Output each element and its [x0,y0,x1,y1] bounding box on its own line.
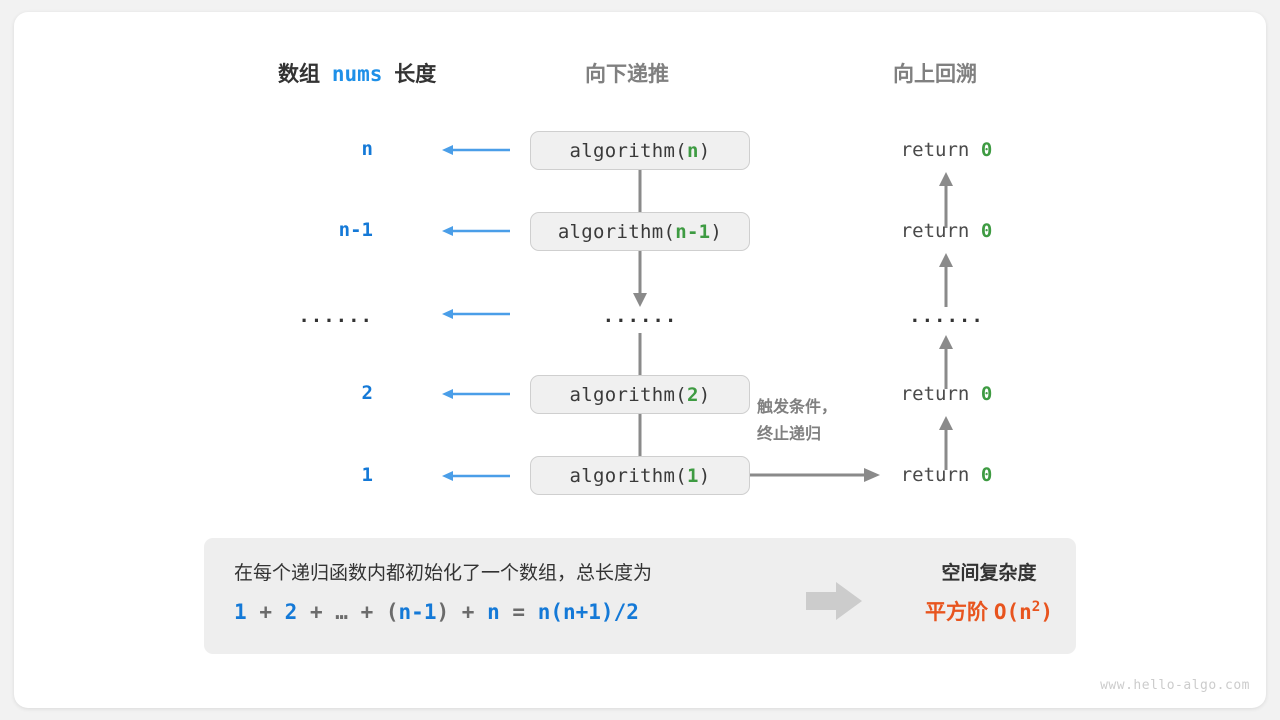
formula-term-2: 2 [284,600,298,624]
call-ellipsis-row-3: ······ [602,310,678,332]
note-line-1: 触发条件， [757,399,838,416]
summary-result-value: 平方阶 O(n2) [894,596,1084,626]
up-arrow-ellipsis-2 [939,253,953,307]
note-line-2: 终止递归 [757,426,822,443]
up-arrow-4-ellipsis [939,335,953,389]
blue-arrow-row-5 [442,471,510,481]
formula-term-3: n-1 [398,600,437,624]
result-big-o: O(n2) [993,599,1054,624]
return-label-row-1: return 0 [900,139,993,161]
formula-op-2: + [309,600,323,624]
return-ellipsis-row-3: ······ [909,310,984,332]
summary-formula: 1 + 2 + … + (n-1) + n = n(n+1)/2 [234,600,639,624]
formula-op-1: + [259,600,272,624]
right-block-arrow-icon [806,582,862,620]
blue-arrow-row-1 [442,145,510,155]
summary-panel: 在每个递归函数内都初始化了一个数组，总长度为 1 + 2 + … + (n-1)… [204,538,1076,654]
up-arrow-2-1 [939,172,953,228]
watermark: www.hello-algo.com [1100,678,1250,693]
formula-ellipsis: … [335,600,348,624]
formula-term-1: 1 [234,600,247,624]
call-box-row-5: algorithm(1) [530,456,750,495]
formula-op-3: + [360,600,374,624]
length-label-row-4: 2 [361,382,373,404]
call-box-row-2: algorithm(n-1) [530,212,750,251]
blue-arrow-row-2 [442,226,510,236]
header-upward-backtrack: 向上回溯 [893,63,977,86]
length-label-row-5: 1 [361,464,373,486]
return-label-row-5: return 0 [900,464,993,486]
formula-op-4: + [461,600,475,624]
call-text-row-2: algorithm(n-1) [557,220,723,243]
call-text-row-4: algorithm(2) [569,383,711,406]
header-downward-recursion: 向下递推 [585,63,669,86]
return-label-row-2: return 0 [900,220,993,242]
formula-paren-open: ( [385,600,399,624]
header-left-prefix: 数组 [278,63,320,86]
summary-result-title: 空间复杂度 [941,563,1037,584]
call-box-row-1: algorithm(n) [530,131,750,170]
length-label-row-1: n [361,138,373,160]
header-left-code: nums [331,62,383,86]
summary-description: 在每个递归函数内都初始化了一个数组，总长度为 [234,563,653,584]
blue-arrow-row-4 [442,389,510,399]
formula-paren-close: ) [436,600,450,624]
header-left-suffix: 长度 [394,63,437,86]
call-box-row-4: algorithm(2) [530,375,750,414]
length-label-row-2: n-1 [338,219,373,241]
length-label-row-3-ellipsis: ······ [298,310,373,332]
blue-arrow-row-3 [442,309,510,319]
formula-result: n(n+1)/2 [537,600,639,624]
formula-term-4: n [487,600,500,624]
trigger-condition-note: 触发条件， 终止递归 [757,394,837,448]
call-text-row-1: algorithm(n) [569,139,711,162]
return-label-row-4: return 0 [900,383,993,405]
result-label: 平方阶 [924,601,988,624]
formula-equals: = [512,600,526,624]
base-case-arrow [750,468,880,482]
header-array-length: 数组 nums 长度 [278,58,436,88]
up-arrow-5-4 [939,416,953,470]
call-text-row-5: algorithm(1) [569,464,711,487]
down-arrow-2-ellipsis [633,251,647,307]
